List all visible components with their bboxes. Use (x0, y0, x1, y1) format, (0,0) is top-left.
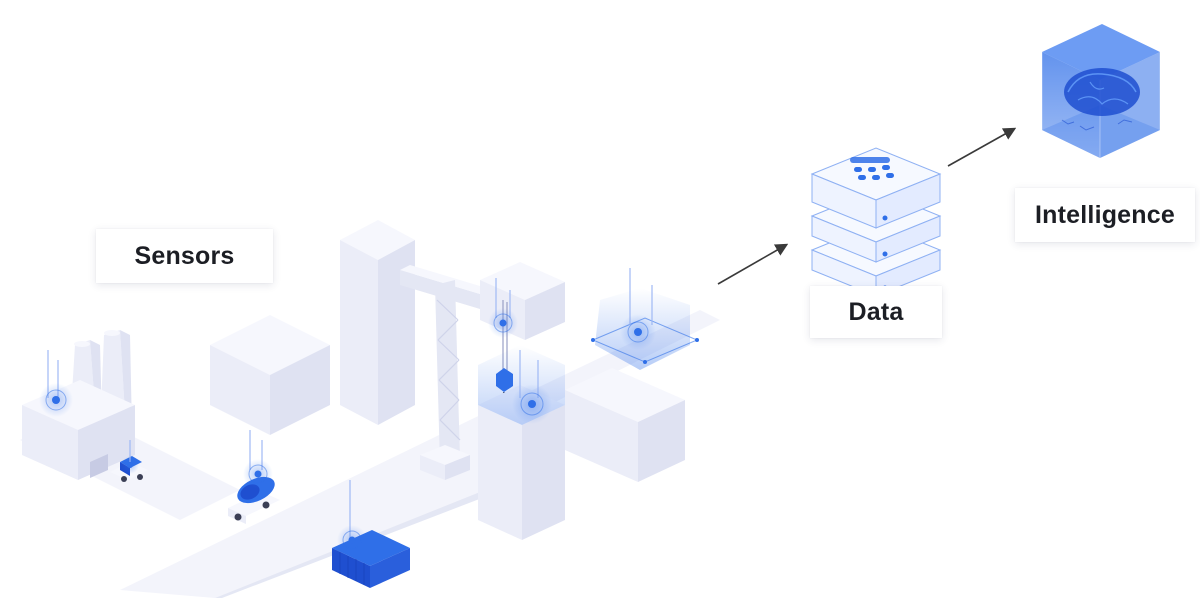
data-label: Data (810, 286, 942, 338)
tower-crane-icon (400, 265, 510, 480)
sensor-signal-icon (39, 350, 73, 417)
sensor-signal-icon (243, 430, 273, 489)
arrow-right-icon (947, 127, 1017, 167)
ai-brain-cube-icon (1041, 24, 1161, 158)
box-building-right (565, 368, 685, 482)
sensor-signal-icon (488, 278, 518, 338)
sensor-signal-icon (512, 350, 552, 424)
center-building (478, 345, 565, 540)
server-stack-icon (810, 147, 942, 297)
intelligence-label: Intelligence (1015, 188, 1195, 242)
sensor-grid-plane-icon (591, 268, 699, 370)
factory-icon (22, 330, 135, 480)
sensors-label: Sensors (96, 229, 273, 283)
arrow-right-icon (717, 243, 789, 285)
box-building-left (210, 315, 330, 435)
shipping-container-icon (332, 530, 410, 588)
tower-building (340, 220, 415, 425)
sensor-signal-icon (121, 440, 139, 474)
sensor-signal-icon (337, 480, 367, 555)
